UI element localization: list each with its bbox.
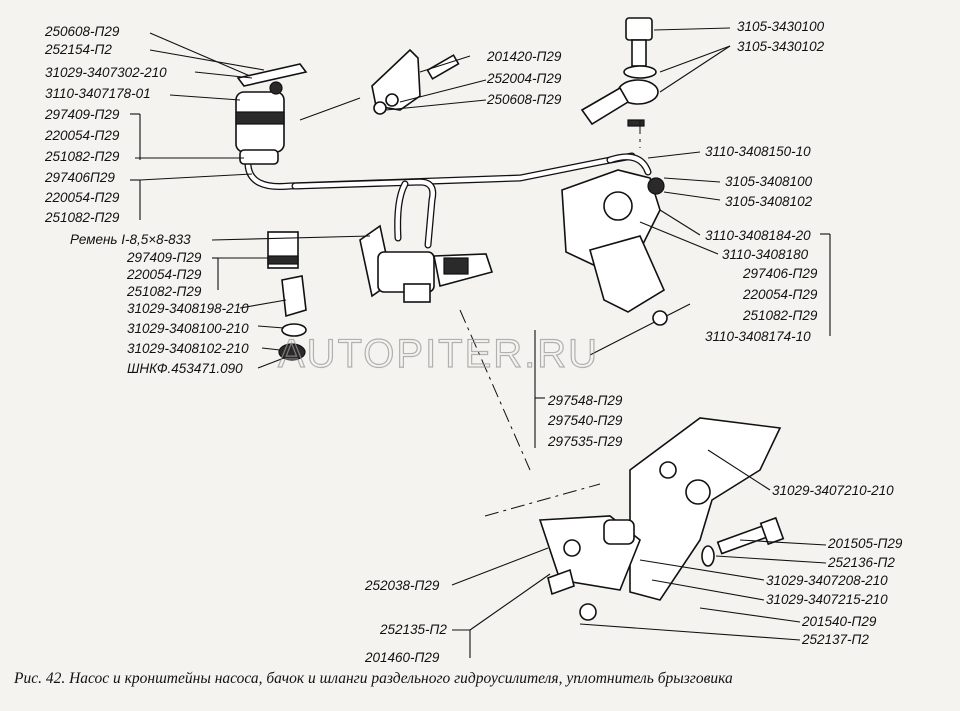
part-label: 252136-П2: [827, 555, 895, 570]
part-label: 250608-П29: [486, 92, 562, 107]
part-label: ШНКФ.453471.090: [127, 361, 243, 376]
part-label: 3110-3408184-20: [705, 228, 811, 243]
part-label: 201460-П29: [364, 650, 440, 665]
part-label: 250608-П29: [44, 24, 120, 39]
part-label: 252135-П2: [379, 622, 447, 637]
part-label: 3110-3408150-10: [705, 144, 811, 159]
part-label: 297406-П29: [742, 266, 818, 281]
part-label: 220054-П29: [742, 287, 818, 302]
part-label: 3110-3407178-01: [45, 86, 151, 101]
part-label: 31029-3407208-210: [766, 573, 888, 588]
part-label: 3105-3430100: [737, 19, 825, 34]
part-label: 251082-П29: [44, 210, 120, 225]
part-label: 252154-П2: [44, 42, 112, 57]
labels-left: 250608-П29 252154-П2 31029-3407302-210 3…: [44, 24, 249, 376]
labels-center: 297548-П29 297540-П29 297535-П29: [547, 393, 623, 449]
part-label: 252137-П2: [801, 632, 869, 647]
part-label: Ремень I-8,5×8-833: [70, 232, 191, 247]
part-label: 297540-П29: [547, 413, 623, 428]
watermark: AUTOPITER.RU: [278, 332, 599, 376]
leader-lines: [130, 27, 831, 658]
part-label: 252004-П29: [486, 71, 562, 86]
pump: [561, 169, 691, 356]
part-label: 297406П29: [44, 170, 115, 185]
pump-bracket: [538, 417, 785, 621]
part-label: 31029-3408102-210: [127, 341, 249, 356]
part-label: 31029-3408100-210: [127, 321, 249, 336]
banjo-bolt: [580, 17, 659, 127]
part-label: 252038-П29: [364, 578, 440, 593]
part-label: 297548-П29: [547, 393, 623, 408]
part-label: 3105-3408100: [725, 174, 813, 189]
part-label: 251082-П29: [126, 284, 202, 299]
part-label: 220054-П29: [126, 267, 202, 282]
labels-right: 3105-3430100 3105-3430102 3110-3408150-1…: [705, 19, 825, 344]
part-label: 297409-П29: [126, 250, 202, 265]
valve-bracket: [359, 224, 494, 303]
hoses: [244, 152, 652, 249]
axis-lines: [459, 120, 641, 517]
parts-drawing: [130, 17, 831, 658]
part-label: 3110-3408174-10: [705, 329, 811, 344]
part-label: 3110-3408180: [722, 247, 809, 262]
part-label: 201540-П29: [801, 614, 877, 629]
figure-caption: Рис. 42. Насос и кронштейны насоса, бачо…: [13, 670, 733, 687]
part-label: 201420-П29: [486, 49, 562, 64]
labels-top-mid: 201420-П29 252004-П29 250608-П29: [486, 49, 562, 107]
part-label: 31029-3407210-210: [772, 483, 894, 498]
part-label: 220054-П29: [44, 190, 120, 205]
part-label: 31029-3407215-210: [766, 592, 888, 607]
labels-bracket: 31029-3407210-210 201505-П29 252136-П2 3…: [766, 483, 903, 647]
reservoir: [235, 63, 361, 165]
part-label: 297409-П29: [44, 107, 120, 122]
part-label: 31029-3408198-210: [127, 301, 249, 316]
part-label: 251082-П29: [742, 308, 818, 323]
part-label: 3105-3408102: [725, 194, 813, 209]
part-label: 201505-П29: [827, 536, 903, 551]
part-label: 251082-П29: [44, 149, 120, 164]
part-label: 220054-П29: [44, 128, 120, 143]
labels-bottom-left: 252038-П29 252135-П2 201460-П29: [364, 578, 447, 665]
part-label: 297535-П29: [547, 434, 623, 449]
part-label: 3105-3430102: [737, 39, 825, 54]
part-label: 31029-3407302-210: [45, 65, 167, 80]
top-bracket: [371, 48, 460, 115]
